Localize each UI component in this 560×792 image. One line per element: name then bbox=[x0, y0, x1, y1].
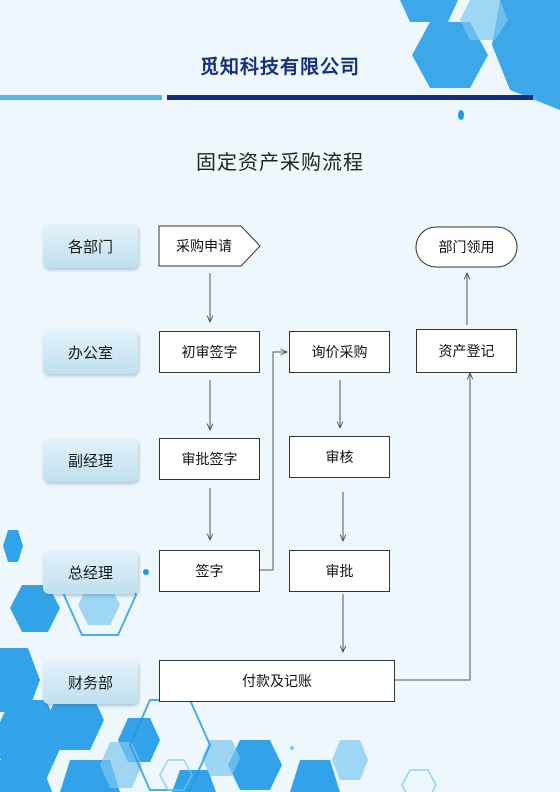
step-sign: 签字 bbox=[159, 550, 260, 592]
apply-node-shape bbox=[158, 225, 261, 267]
header-brand-bar bbox=[167, 95, 533, 100]
dept-label-office: 办公室 bbox=[43, 330, 138, 374]
receive-node-shape bbox=[415, 226, 518, 268]
step-approve-sign: 审批签字 bbox=[159, 438, 260, 480]
diagram-title: 固定资产采购流程 bbox=[196, 150, 364, 174]
company-name: 觅知科技有限公司 bbox=[199, 56, 360, 78]
step-apply: 采购申请 bbox=[176, 239, 232, 255]
dept-label-departments: 各部门 bbox=[43, 224, 138, 268]
arrow-sign-to-inquiry bbox=[260, 352, 287, 571]
step-register: 资产登记 bbox=[416, 329, 517, 373]
step-inquiry: 询价采购 bbox=[289, 331, 390, 373]
dept-label-general-manager: 总经理 bbox=[43, 550, 138, 594]
step-first-review-sign: 初审签字 bbox=[159, 331, 260, 373]
step-receive: 部门领用 bbox=[438, 240, 495, 256]
step-payment: 付款及记账 bbox=[159, 660, 395, 702]
header-accent-bar bbox=[0, 95, 162, 100]
step-approve: 审批 bbox=[289, 550, 390, 592]
step-audit: 审核 bbox=[289, 436, 390, 478]
arrow-payment-to-register bbox=[395, 373, 470, 681]
dept-label-deputy-manager: 副经理 bbox=[43, 438, 138, 482]
dept-label-finance: 财务部 bbox=[43, 660, 138, 704]
